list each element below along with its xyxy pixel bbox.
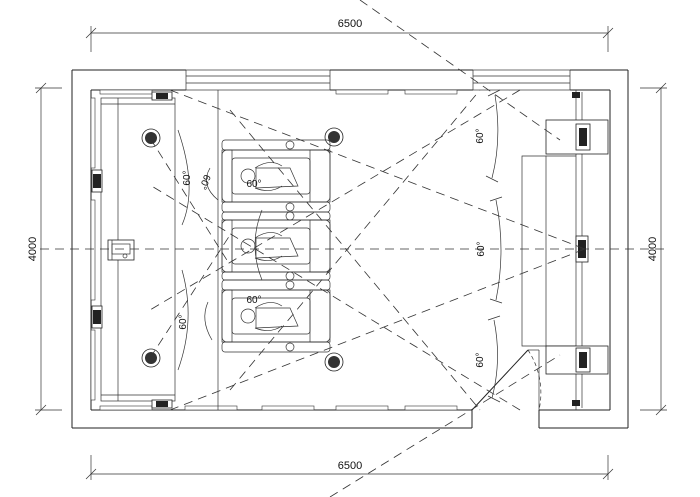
angle-label-seat-top: 60° [246, 179, 261, 190]
dimension-top-label: 6500 [338, 18, 362, 30]
speaker-side-bottom [324, 352, 344, 372]
recliner-seat-top [221, 139, 331, 213]
angle-arcs [177, 89, 503, 403]
angle-label-seat-bottom: 60° [246, 295, 261, 306]
acoustic-panels-left [90, 97, 96, 401]
subwoofer-front-corners [572, 92, 580, 406]
window-top-right [472, 69, 571, 91]
angle-label-right-middle: 60° [476, 241, 487, 256]
projector [107, 239, 135, 261]
entrance-door [471, 349, 542, 411]
recliner-seat-middle [221, 211, 331, 281]
surround-unit-top-corner [151, 91, 173, 101]
dispersion-lines [40, 0, 670, 497]
angle-label-seat-middle: 60° [197, 173, 213, 191]
dimension-bottom-label: 6500 [338, 460, 362, 472]
surround-unit-left-bottom [91, 305, 103, 329]
dimension-top: 6500 [85, 18, 614, 52]
dimension-bottom: 6500 [85, 455, 614, 480]
surround-unit-left-top [91, 169, 103, 193]
acoustic-panels-bottom [99, 405, 458, 411]
speaker-rear-left-top [141, 128, 161, 148]
dimension-left-label: 4000 [27, 237, 39, 261]
dimension-left: 4000 [27, 82, 62, 416]
angle-label-right-top: 60° [475, 128, 486, 143]
angle-label-left-top: 60° [182, 170, 193, 185]
speaker-side-top [324, 127, 344, 147]
acoustic-panels-top [99, 89, 458, 95]
angle-label-left-bottom: 60° [178, 314, 189, 329]
speaker-front-bottom [545, 345, 609, 375]
speaker-front-top [545, 119, 609, 155]
surround-unit-bottom-corner [151, 399, 173, 409]
window-top-left [185, 69, 331, 91]
speaker-rear-left-bottom [141, 348, 161, 368]
recliner-row [221, 139, 331, 353]
dimension-right-label: 4000 [647, 237, 659, 261]
recliner-seat-bottom [221, 279, 331, 353]
angle-label-right-bottom: 60° [475, 352, 486, 367]
walls [71, 69, 629, 429]
